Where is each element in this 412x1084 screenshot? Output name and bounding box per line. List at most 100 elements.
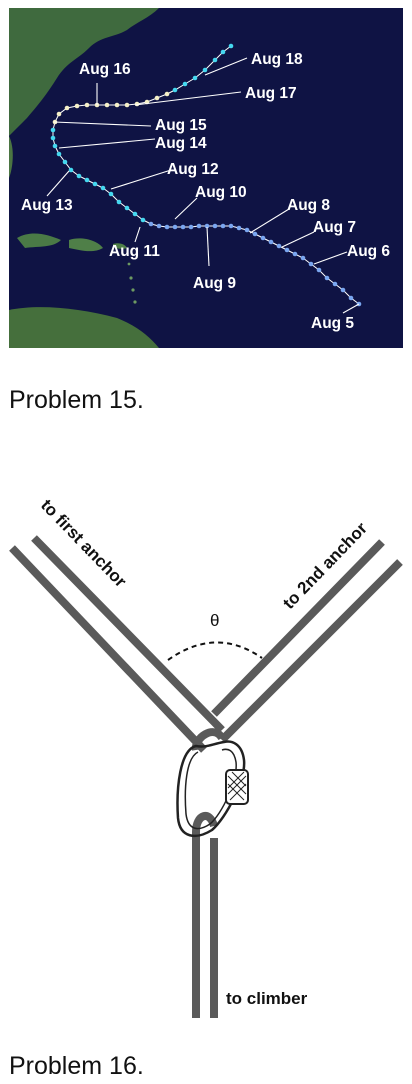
caption-problem-16: Problem 16. — [9, 1052, 144, 1080]
island — [129, 276, 133, 280]
land-puerto-rico — [113, 243, 127, 249]
track-point — [76, 173, 82, 179]
rope-second-anchor-inner — [211, 539, 385, 717]
label-first-anchor: to first anchor — [37, 496, 130, 592]
hurricane-track-map: Aug 18 Aug 16 Aug 17 Aug 15 Aug 14 Aug 1… — [9, 8, 403, 348]
track-point — [50, 135, 56, 141]
track-point — [182, 81, 188, 87]
track-point — [64, 105, 70, 111]
track-point — [292, 251, 298, 257]
track-point — [172, 224, 178, 230]
track-point — [260, 235, 266, 241]
angle-arc — [167, 641, 263, 661]
label-aug-8: Aug 8 — [287, 197, 330, 214]
track-point — [62, 159, 68, 165]
label-aug-17: Aug 17 — [245, 85, 297, 102]
land-florida — [9, 136, 13, 178]
track-point — [252, 231, 258, 237]
label-aug-6: Aug 6 — [347, 243, 390, 260]
track-point — [164, 91, 170, 97]
track-point — [74, 103, 80, 109]
track-point — [114, 102, 120, 108]
track-point — [156, 223, 162, 229]
rope-second-anchor-outer — [219, 559, 403, 743]
track-point — [180, 224, 186, 230]
rope-first-anchor-inner — [31, 535, 225, 733]
track-point — [236, 225, 242, 231]
label-aug-10: Aug 10 — [195, 184, 247, 201]
track-point — [202, 67, 208, 73]
track-point — [220, 49, 226, 55]
track-point — [100, 185, 106, 191]
track-point — [268, 239, 274, 245]
land-cuba — [17, 233, 61, 248]
track-point — [340, 287, 346, 293]
track-point — [50, 127, 56, 133]
land-north-america — [9, 8, 159, 136]
label-aug-11: Aug 11 — [109, 243, 160, 260]
label-aug-16: Aug 16 — [79, 61, 131, 78]
track-point — [220, 223, 226, 229]
track-point — [52, 143, 58, 149]
island — [131, 288, 135, 292]
label-aug-7: Aug 7 — [313, 219, 356, 236]
track-point — [140, 217, 146, 223]
track-point — [104, 102, 110, 108]
track-point — [56, 111, 62, 117]
track-point — [196, 223, 202, 229]
track-point — [348, 295, 354, 301]
caption-problem-15: Problem 15. — [9, 386, 144, 414]
track-point — [134, 101, 140, 107]
rope-first-anchor-outer — [9, 545, 207, 753]
track-point — [228, 223, 234, 229]
label-aug-5: Aug 5 — [311, 315, 354, 332]
date-labels: Aug 18 Aug 16 Aug 17 Aug 15 Aug 14 Aug 1… — [21, 51, 390, 332]
rope-anchor-diagram: θ to first anchor to 2nd anchor to climb… — [9, 496, 403, 1018]
ocean-background — [9, 8, 403, 348]
island — [133, 300, 137, 304]
storm-track — [50, 43, 362, 307]
track-point — [284, 247, 290, 253]
track-point — [68, 167, 74, 173]
angle-theta: θ — [210, 611, 219, 630]
label-aug-18: Aug 18 — [251, 51, 303, 68]
track-point — [132, 211, 138, 217]
track-point — [228, 43, 234, 49]
track-point — [244, 227, 250, 233]
label-aug-13: Aug 13 — [21, 197, 73, 214]
land-hispaniola — [69, 238, 103, 252]
track-point — [84, 177, 90, 183]
track-point — [108, 191, 114, 197]
track-point — [148, 221, 154, 227]
track-point — [192, 75, 198, 81]
track-point — [124, 102, 130, 108]
track-point — [84, 102, 90, 108]
label-climber: to climber — [226, 989, 308, 1008]
label-aug-12: Aug 12 — [167, 161, 219, 178]
carabiner-lock — [225, 769, 249, 805]
track-point — [276, 243, 282, 249]
track-point — [92, 181, 98, 187]
track-point — [188, 224, 194, 230]
track-point — [212, 223, 218, 229]
track-point — [172, 87, 178, 93]
track-point — [324, 275, 330, 281]
label-aug-14: Aug 14 — [155, 135, 207, 152]
track-point — [56, 151, 62, 157]
track-point — [212, 57, 218, 63]
track-point — [164, 224, 170, 230]
track-point — [316, 267, 322, 273]
track-point — [204, 223, 210, 229]
leader-lines — [46, 57, 360, 314]
track-point — [154, 95, 160, 101]
track-point — [308, 261, 314, 267]
track-point — [124, 205, 130, 211]
track-point — [300, 255, 306, 261]
label-aug-9: Aug 9 — [193, 275, 236, 292]
land-south-america — [9, 307, 159, 348]
carabiner — [176, 740, 249, 838]
track-point — [332, 281, 338, 287]
ropes — [9, 535, 403, 1018]
island — [127, 262, 131, 266]
label-aug-15: Aug 15 — [155, 117, 207, 134]
